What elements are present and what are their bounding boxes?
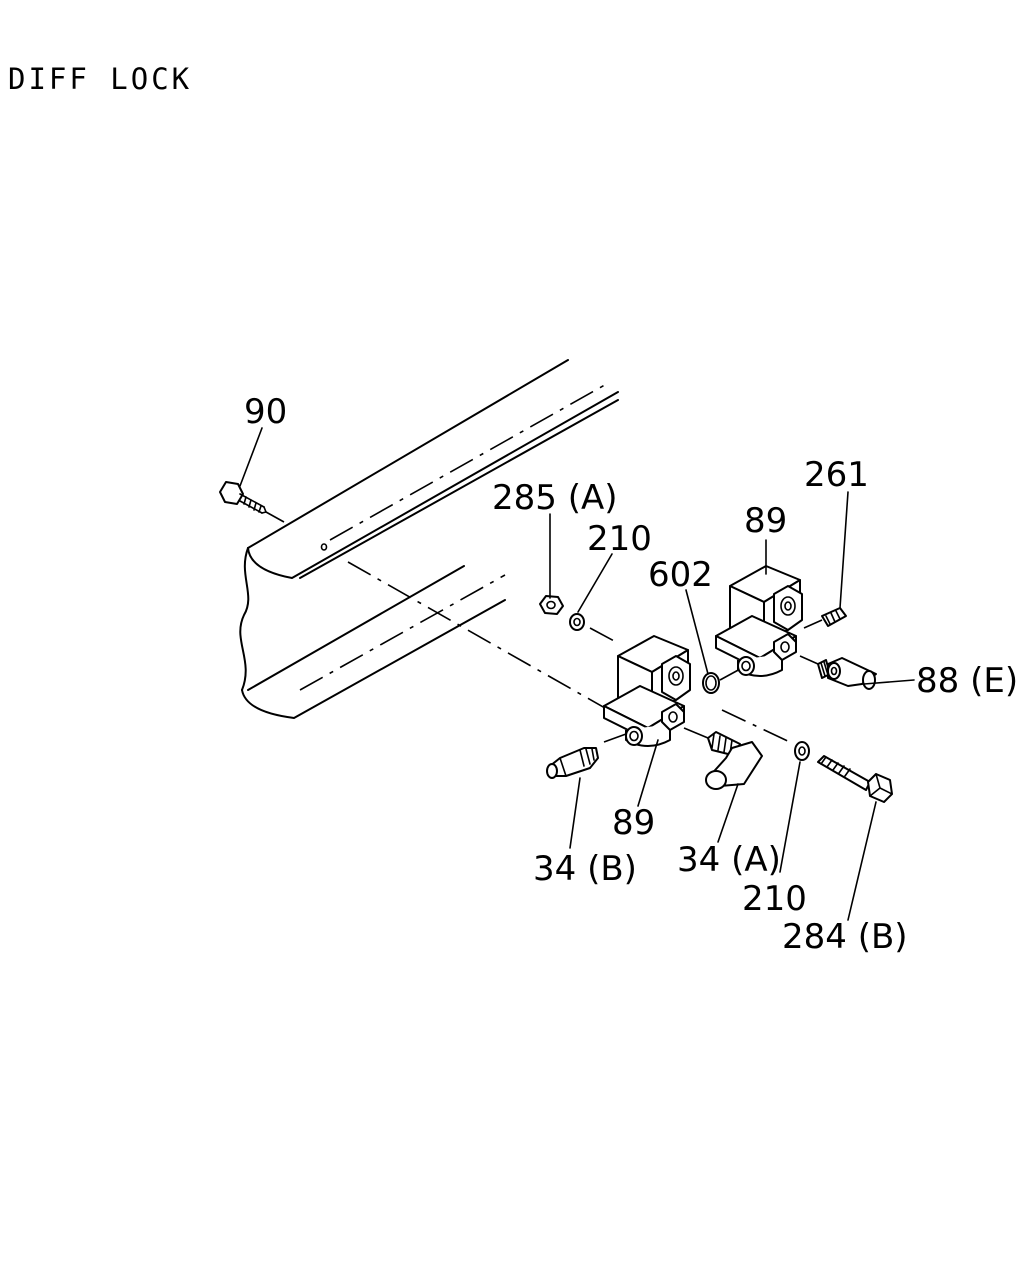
elbow-fitting-34a [683, 727, 763, 790]
callout-261: 261 [804, 455, 869, 495]
washer-210-bottom [794, 741, 810, 761]
callout-210-bottom: 210 [742, 879, 807, 919]
callout-88e: 88 (E) [916, 661, 1018, 701]
callout-89-bottom: 89 [612, 803, 655, 843]
frame-rail [239, 359, 619, 719]
set-screw-261 [803, 607, 847, 629]
washer-210-top [569, 613, 585, 631]
callout-90: 90 [244, 392, 287, 432]
leader-lines [239, 427, 915, 921]
callout-285a: 285 (A) [492, 478, 618, 518]
centerline-rail-to-valve [347, 561, 613, 713]
callout-210-top: 210 [587, 519, 652, 559]
callout-labels: 90 285 (A) 210 602 89 261 88 (E) 89 34 (… [244, 392, 1018, 957]
centerline-bolt [721, 709, 795, 745]
callout-602: 602 [648, 555, 713, 595]
solenoid-valve-lower [603, 635, 691, 747]
nut-285a [539, 595, 564, 615]
bolt-90 [219, 481, 285, 523]
centerline-washer [589, 627, 617, 643]
solenoid-valve-upper [715, 565, 803, 677]
o-ring-602 [702, 672, 720, 694]
callout-284b: 284 (B) [782, 917, 908, 957]
connector-34b [546, 733, 627, 779]
bolt-284b [817, 755, 893, 803]
diagram-title: DIFF LOCK [8, 62, 193, 96]
fitting-88e [799, 655, 877, 690]
callout-34a: 34 (A) [677, 840, 781, 880]
callout-89-top: 89 [744, 501, 787, 541]
callout-34b: 34 (B) [533, 849, 637, 889]
